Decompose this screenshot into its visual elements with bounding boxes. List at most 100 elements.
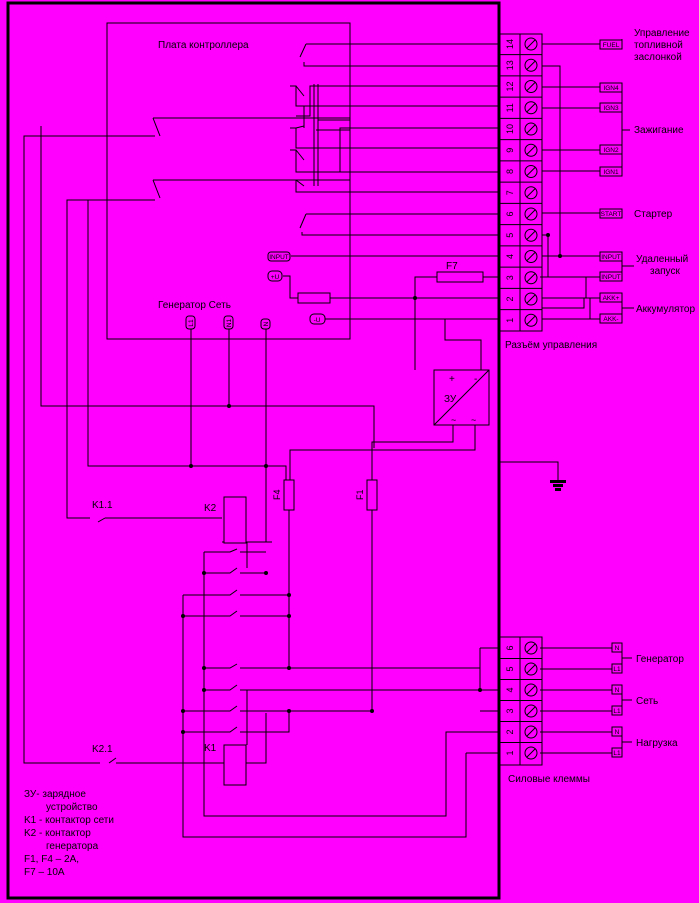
- svg-text:N1: N1: [226, 318, 233, 327]
- terminal-control-1: 1: [500, 309, 542, 327]
- coil-k1: K1: [204, 743, 247, 786]
- tag-start: START: [599, 208, 623, 219]
- svg-text:6: 6: [505, 211, 515, 216]
- ground-symbol: [499, 461, 566, 491]
- terminal-control-12: 12: [500, 75, 542, 93]
- tag-net-l1: L1: [611, 705, 623, 716]
- svg-text:INPUT: INPUT: [601, 254, 621, 261]
- svg-text:N: N: [615, 687, 620, 694]
- fuse-f4: F4: [272, 479, 295, 511]
- fuse-f7: F7: [436, 261, 484, 283]
- svg-text:AKK-: AKK-: [603, 316, 618, 323]
- svg-text:IGN4: IGN4: [603, 85, 619, 92]
- fuse-f1: F1: [355, 479, 378, 511]
- power-terminals-label: Силовые клеммы: [508, 774, 590, 785]
- svg-text:4: 4: [505, 254, 515, 259]
- fuel-label-3: заслонкой: [634, 52, 682, 63]
- svg-text:12: 12: [505, 81, 515, 91]
- coil-k2: K2: [204, 496, 247, 544]
- svg-text:8: 8: [505, 169, 515, 174]
- terminal-power-5: 5: [500, 658, 542, 676]
- svg-text:~: ~: [471, 415, 476, 425]
- svg-text:N: N: [263, 321, 270, 326]
- k2-1-label: K2.1: [92, 744, 113, 755]
- terminal-control-13: 13: [500, 54, 542, 72]
- terminal-power-1: 1: [500, 742, 542, 760]
- svg-text:IGN1: IGN1: [603, 169, 619, 176]
- cabinet-outline: [6, 1, 501, 900]
- board-pin-minus-u: -U: [309, 313, 326, 325]
- svg-text:IGN3: IGN3: [603, 105, 619, 112]
- board-pin-n: N: [260, 318, 271, 330]
- terminal-power-4: 4: [500, 679, 542, 697]
- svg-text:N: N: [615, 645, 620, 652]
- svg-text:INPUT: INPUT: [601, 274, 621, 281]
- network-label: Сеть: [636, 696, 658, 707]
- svg-text:K2: K2: [204, 503, 217, 514]
- starter-label: Стартер: [634, 209, 673, 220]
- svg-text:5: 5: [505, 666, 515, 671]
- terminal-control-9: 9: [500, 139, 542, 157]
- svg-text:13: 13: [505, 60, 515, 70]
- tag-fuel: FUEL: [599, 39, 623, 50]
- svg-text:11: 11: [505, 103, 515, 112]
- terminal-power-2: 2: [500, 721, 542, 739]
- svg-text:+U: +U: [271, 274, 280, 281]
- tag-input-4: INPUT: [599, 251, 623, 262]
- svg-text:1: 1: [505, 318, 515, 323]
- tag-net-n: N: [611, 684, 623, 695]
- tag-akk-plus: AKK+: [599, 292, 623, 303]
- fuel-label-2: топливной: [634, 40, 683, 51]
- svg-text:14: 14: [505, 39, 515, 49]
- terminal-power-6: 6: [505, 641, 538, 655]
- terminal-power-3: 3: [500, 700, 542, 718]
- tag-gen-n: N: [611, 642, 623, 653]
- svg-text:F1, F4 – 2A,: F1, F4 – 2A,: [24, 854, 79, 865]
- svg-text:5: 5: [505, 233, 515, 238]
- svg-text:IGN2: IGN2: [603, 147, 619, 154]
- power-terminals: 6 5 4 3 2 1: [500, 641, 542, 760]
- svg-text:INPUT: INPUT: [269, 254, 289, 261]
- load-label: Нагрузка: [636, 738, 678, 749]
- svg-text:-: -: [474, 374, 477, 385]
- terminal-control-10: 10: [500, 117, 542, 136]
- charger-zu: + - ЗУ ~ ~: [433, 369, 490, 426]
- svg-text:L1: L1: [613, 666, 621, 673]
- svg-text:ЗУ: ЗУ: [444, 394, 457, 405]
- svg-text:3: 3: [505, 275, 515, 280]
- svg-text:L1: L1: [613, 750, 621, 757]
- svg-text:ЗУ- зарядное: ЗУ- зарядное: [24, 789, 86, 800]
- svg-text:L1: L1: [188, 319, 195, 327]
- svg-text:K1: K1: [204, 743, 217, 754]
- legend: ЗУ- зарядное устройство K1 - контактор с…: [24, 789, 114, 878]
- tag-gen-l1: L1: [611, 663, 623, 674]
- tag-input-3: INPUT: [599, 271, 623, 282]
- junction-dots: [181, 233, 562, 734]
- gen-net-label: Генератор Сеть: [158, 300, 231, 311]
- board-pin-plus-u: +U: [267, 270, 283, 282]
- svg-text:3: 3: [505, 708, 515, 713]
- terminal-control-2: 2: [500, 287, 542, 306]
- tag-ign4: IGN4: [599, 82, 623, 93]
- remote-start-label-1: Удаленный: [636, 254, 688, 265]
- tag-ign1: IGN1: [599, 166, 623, 177]
- board-label: Плата контроллера: [158, 40, 249, 51]
- terminal-control-11: 11: [500, 96, 542, 115]
- svg-text:-U: -U: [314, 317, 321, 324]
- remote-start-label-2: запуск: [650, 266, 680, 277]
- terminal-control-4: 4: [500, 245, 542, 263]
- svg-text:+: +: [449, 374, 455, 385]
- svg-text:4: 4: [505, 687, 515, 692]
- tag-load-n: N: [611, 726, 623, 737]
- svg-text:N: N: [615, 729, 620, 736]
- board-pin-input: INPUT: [267, 251, 291, 262]
- svg-text:1: 1: [505, 750, 515, 755]
- terminal-control-6: 6: [500, 202, 542, 221]
- label-brackets: [621, 39, 634, 757]
- svg-text:F1: F1: [355, 489, 365, 500]
- board-pin-n1: N1: [223, 315, 234, 330]
- battery-label: Аккумулятор: [636, 304, 695, 315]
- svg-text:AKK+: AKK+: [603, 295, 620, 302]
